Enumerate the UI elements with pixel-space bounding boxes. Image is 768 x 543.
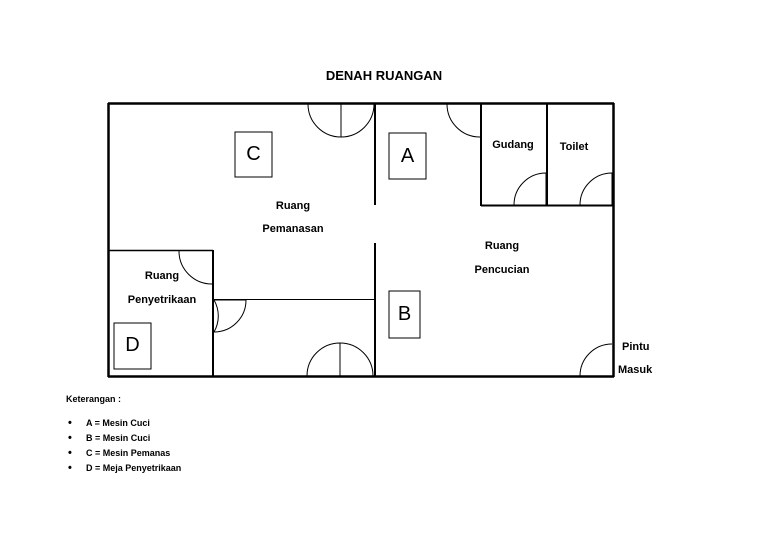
marker-b-label: B <box>398 303 411 325</box>
marker-c-label: C <box>246 143 260 165</box>
label-pintu: Pintu <box>622 341 650 353</box>
marker-a: A <box>388 132 427 180</box>
door-pencucian-top <box>446 103 481 138</box>
page-title: DENAH RUANGAN <box>326 68 442 83</box>
label-gudang: Gudang <box>492 139 534 151</box>
door-pemanasan-top <box>307 103 375 138</box>
label-toilet: Toilet <box>560 141 589 153</box>
door-pintu-masuk <box>579 343 613 377</box>
legend-title: Keterangan : <box>66 394 122 404</box>
marker-d: D <box>113 322 152 370</box>
interior-walls <box>108 103 614 377</box>
label-penyetrikaan-2: Penyetrikaan <box>128 294 197 306</box>
outer-walls <box>107 102 615 378</box>
door-penyetrikaan <box>178 250 213 285</box>
label-pemanasan-1: Ruang <box>276 200 310 212</box>
label-masuk: Masuk <box>618 364 653 376</box>
legend-item: B = Mesin Cuci <box>66 431 181 446</box>
marker-d-label: D <box>125 334 139 356</box>
label-penyetrikaan-1: Ruang <box>145 270 179 282</box>
door-gudang <box>513 172 547 206</box>
marker-b: B <box>388 290 421 339</box>
label-pencucian-2: Pencucian <box>474 264 529 276</box>
label-pemanasan-2: Pemanasan <box>262 223 323 235</box>
door-pemanasan-bottom <box>306 342 374 377</box>
legend-list: A = Mesin Cuci B = Mesin Cuci C = Mesin … <box>66 416 181 476</box>
door-toilet <box>579 172 613 206</box>
door-penyetrikaan-lower <box>213 299 247 333</box>
legend-item: C = Mesin Pemanas <box>66 446 181 461</box>
marker-a-label: A <box>401 145 415 167</box>
legend-item: D = Meja Penyetrikaan <box>66 461 181 476</box>
label-pencucian-1: Ruang <box>485 240 519 252</box>
marker-c: C <box>234 131 273 178</box>
legend-item: A = Mesin Cuci <box>66 416 181 431</box>
